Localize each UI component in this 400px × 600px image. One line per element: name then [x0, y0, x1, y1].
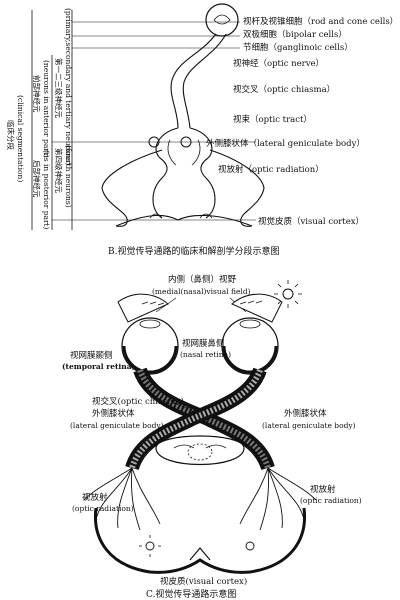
- chiasma-pointer: [171, 401, 197, 413]
- optic-nerve-outline: [170, 33, 217, 129]
- label-radiation-right-zh: 视放射: [310, 484, 336, 495]
- sun-icon: [274, 280, 302, 308]
- label-optic-chiasma: 视交叉（optic chiasma）: [233, 84, 335, 95]
- cortex-fold-right: [199, 213, 213, 219]
- label-lgb: 外侧膝状体（lateral geniculate body）: [206, 138, 365, 149]
- side-posterior-zh: 后部神经元: [32, 160, 42, 198]
- side-posterior-en: (ns in posterior part): [42, 150, 51, 230]
- side-anterior-zh: 前部神经元: [32, 75, 42, 113]
- label-visual-cortex-c: 视皮质(visual cortex): [160, 576, 247, 587]
- side-clinical-en: (clinical segmentation): [16, 95, 25, 182]
- retina-circle: [205, 3, 239, 37]
- label-nasal-retina-en: (nasal retina): [180, 350, 231, 359]
- field-hatch-right: [239, 300, 263, 305]
- label-ganglion: 节细胞（ganglinoic cells）: [243, 42, 353, 53]
- radiation-fibers-left: [83, 467, 161, 531]
- side-neuron-123-en: (primary,secondary and tertiary neurons): [64, 8, 73, 165]
- radiation-fibers-right: [239, 467, 317, 531]
- label-optic-nerve: 视神经（optic nerve）: [233, 58, 324, 69]
- label-temporal-retina-zh: 视网膜颞侧: [70, 350, 113, 361]
- label-optic-radiation: 视放射（optic radiation）: [218, 164, 324, 175]
- cortex-sun-icon: [139, 535, 161, 557]
- visual-field-fan-left: [117, 293, 169, 323]
- side-neuron-123-zh: 第一二三级神经元: [54, 58, 64, 118]
- label-rod-cone: 视杆及视锥细胞（rod and cone cells）: [243, 16, 398, 27]
- visual-cortex-outline-c: [93, 507, 307, 574]
- optic-nerve-outline-inner: [182, 33, 227, 129]
- label-lgb-right-zh: 外侧膝状体: [284, 408, 327, 419]
- left-eye: [121, 317, 179, 375]
- cortex-notch: [189, 547, 211, 561]
- midbrain-section: [155, 435, 245, 466]
- side-clinical-zh: 临床分段: [6, 120, 16, 150]
- visual-cortex-outline: [115, 214, 253, 227]
- figure-c: 内侧（鼻侧）视野 (medial(nasal)visual field) 视网膜…: [62, 274, 362, 600]
- label-lgb-left-zh: 外侧膝状体: [92, 408, 135, 419]
- fiber-bundle-left-to-right-texture: [137, 368, 271, 469]
- label-radiation-left-en: (optic radiation): [72, 504, 134, 513]
- label-nasal-field-en: (medial(nasal)visual field): [152, 287, 251, 296]
- label-lgb-left-en: (lateral geniculate body): [70, 421, 164, 430]
- field-hatch-left: [141, 301, 165, 306]
- label-radiation-left-zh: 视放射: [82, 492, 108, 503]
- cortex-fold-left: [149, 213, 163, 219]
- label-radiation-right-en: (optic radiation): [300, 496, 362, 505]
- label-nasal-retina-zh: 视网膜鼻侧: [182, 338, 225, 349]
- cortex-eye-icon: [245, 541, 255, 551]
- optic-radiation-outline: [101, 149, 265, 227]
- figure-b: 视杆及视锥细胞（rod and cone cells） 双极细胞（bipolar…: [6, 3, 398, 257]
- optic-tract-inner: [167, 139, 201, 166]
- retina-cells-mark: [213, 14, 231, 25]
- side-neuron-4-en: (fourth neurons): [64, 145, 73, 208]
- caption-c: C.视觉传导通路示意图: [146, 588, 236, 600]
- label-bipolar: 双极细胞（bipolar cells）: [243, 29, 347, 40]
- fiber-bundle-right-to-left-texture: [129, 368, 263, 469]
- side-anterior-en: (neurons in anterior part): [42, 60, 51, 158]
- side-neuron-4-zh: 第四级神经元: [54, 148, 64, 193]
- label-chiasma: 视交叉(optic chiasma): [92, 396, 184, 407]
- caption-b: B.视觉传导通路的临床和解剖学分段示意图: [108, 245, 279, 257]
- label-temporal-retina-en: (temporal retina): [62, 362, 135, 371]
- label-visual-cortex: 视觉皮质（visual cortex）: [258, 216, 364, 227]
- label-nasal-field-zh: 内侧（鼻侧）视野: [168, 274, 237, 285]
- label-optic-tract: 视束（optic tract）: [233, 114, 312, 125]
- right-eye: [221, 317, 279, 375]
- label-lgb-right-en: (lateral geniculate body): [262, 421, 356, 430]
- visual-field-fan-right: [231, 293, 283, 323]
